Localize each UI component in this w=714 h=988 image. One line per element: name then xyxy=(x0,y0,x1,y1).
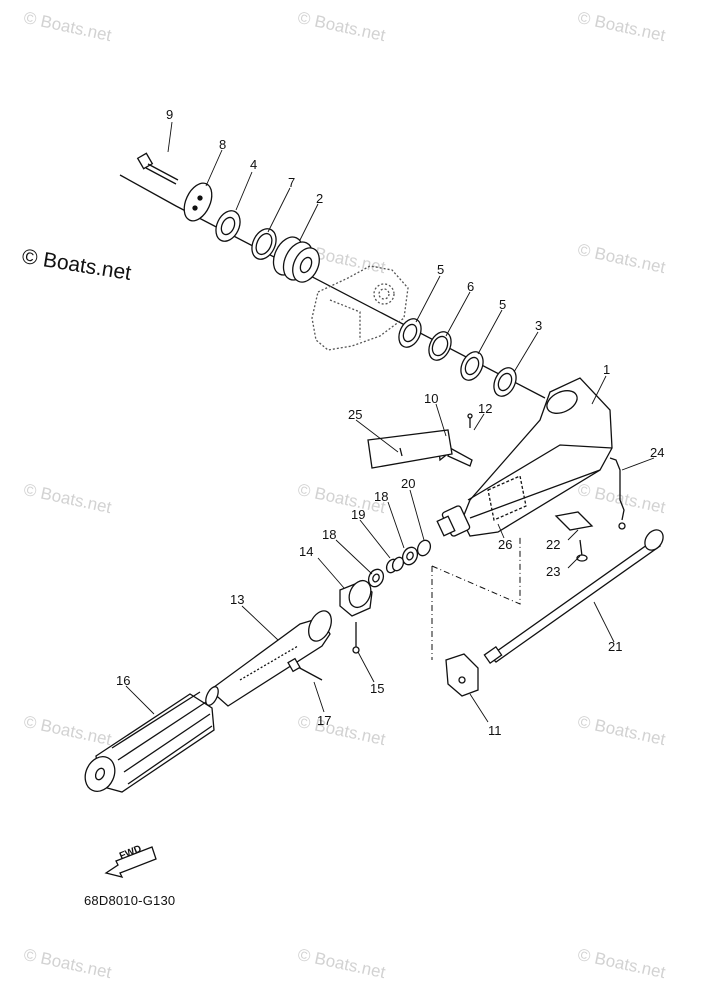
callout-14: 14 xyxy=(299,544,314,559)
washer-part xyxy=(401,546,419,566)
grip-part xyxy=(84,691,215,793)
washer-part xyxy=(367,568,385,588)
callout-9: 9 xyxy=(166,107,174,122)
callout-10: 10 xyxy=(424,391,439,406)
screw-part xyxy=(295,665,323,681)
callout-1: 1 xyxy=(603,362,611,377)
callout-11: 11 xyxy=(488,723,502,738)
callout-5: 5 xyxy=(437,262,445,277)
assembly-line xyxy=(431,536,521,660)
bolt-part xyxy=(136,152,179,185)
callout-18: 18 xyxy=(374,489,389,504)
callout-22: 22 xyxy=(546,537,561,552)
callout-12: 12 xyxy=(478,401,493,416)
callout-17: 17 xyxy=(317,713,332,728)
callout-4: 4 xyxy=(250,157,258,172)
callout-25: 25 xyxy=(348,407,363,422)
forward-arrow-icon xyxy=(104,846,157,878)
screw-part xyxy=(579,539,583,557)
callout-3: 3 xyxy=(535,318,543,333)
callout-26: 26 xyxy=(498,537,513,552)
callout-19: 19 xyxy=(351,507,366,522)
friction-piece-part xyxy=(272,236,320,283)
plate-part xyxy=(183,182,213,222)
callout-7: 7 xyxy=(288,175,296,190)
callout-24: 24 xyxy=(650,445,665,460)
callout-5: 5 xyxy=(499,297,507,312)
ring-part xyxy=(251,228,277,260)
bracket-ghost xyxy=(311,265,409,351)
callout-6: 6 xyxy=(467,279,475,294)
collar-part xyxy=(416,539,432,557)
steering-handle-part xyxy=(436,377,613,537)
callout-2: 2 xyxy=(316,191,324,206)
throttle-shaft-part xyxy=(483,529,664,665)
callout-18: 18 xyxy=(322,527,337,542)
leader-lines xyxy=(125,121,655,723)
callout-20: 20 xyxy=(401,476,416,491)
callout-8: 8 xyxy=(219,137,227,152)
cap-part xyxy=(339,579,373,617)
clip-part xyxy=(445,653,479,697)
callout-16: 16 xyxy=(116,673,131,688)
drawing-code: 68D8010-G130 xyxy=(84,893,176,908)
callout-21: 21 xyxy=(608,639,623,654)
spring-part xyxy=(428,331,452,361)
washer-part xyxy=(398,318,422,348)
spring-part xyxy=(385,556,405,574)
decal-part xyxy=(367,429,453,469)
callout-23: 23 xyxy=(546,564,561,579)
kill-switch-wire xyxy=(609,457,625,521)
callout-15: 15 xyxy=(370,681,385,696)
throttle-cable xyxy=(119,174,546,399)
washer-part xyxy=(460,351,484,381)
washer-part xyxy=(215,210,241,242)
plate-part xyxy=(554,511,594,531)
grip-sleeve-part xyxy=(205,610,332,707)
callout-13: 13 xyxy=(230,592,245,607)
